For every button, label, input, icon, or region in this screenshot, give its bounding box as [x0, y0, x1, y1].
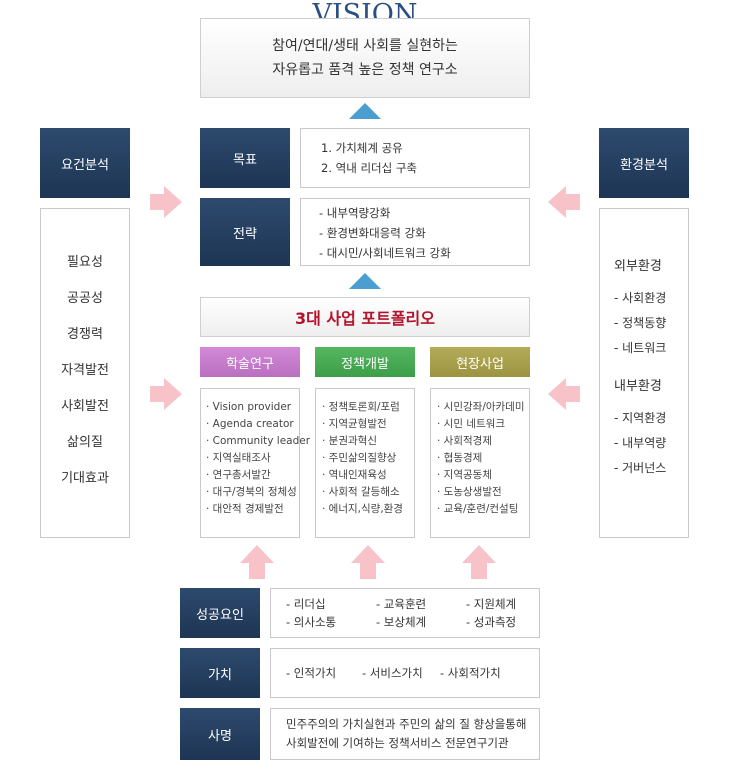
- portfolio-item: · 정책토론회/포럼: [322, 401, 400, 413]
- requirement-item: 경쟁력: [67, 327, 103, 342]
- left-arrow-icon: [548, 378, 580, 410]
- requirement-item: 기대효과: [61, 471, 109, 486]
- portfolio-item: · 교육/훈련/컨설팅: [437, 503, 519, 515]
- internal-env-title: 내부환경: [614, 379, 662, 394]
- external-env-title: 외부환경: [614, 259, 662, 274]
- portfolio-item: · 주민삶의질향상: [322, 452, 397, 464]
- internal-env-item: - 지역환경: [614, 411, 667, 425]
- portfolio-item: · 분권과혁신: [322, 435, 377, 447]
- portfolio-item: · 사회적 갈등해소: [322, 486, 400, 498]
- goal-item: 2. 역내 리더십 구축: [321, 161, 417, 175]
- portfolio-item: · 연구총서발간: [206, 469, 271, 481]
- strategy-label: 전략: [200, 198, 290, 266]
- value-item: - 서비스가치: [362, 666, 423, 680]
- external-env-item: - 정책동향: [614, 316, 667, 330]
- requirement-item: 삶의질: [67, 435, 103, 450]
- external-env-item: - 네트워크: [614, 341, 667, 355]
- mission-line-1: 민주주의의 가치실현과 주민의 삶의 질 향상을통해: [286, 717, 527, 731]
- goal-label: 목표: [200, 128, 290, 188]
- up-arrow-icon: [240, 545, 274, 579]
- requirement-item: 공공성: [67, 291, 103, 306]
- internal-env-item: - 내부역량: [614, 436, 667, 450]
- goal-box: 1. 가치체계 공유 2. 역내 리더십 구축: [300, 128, 530, 188]
- portfolio-item: · 지역공동체: [437, 469, 492, 481]
- portfolio-title: 3대 사업 포트폴리오: [200, 297, 530, 337]
- portfolio-item: · 시민강좌/아카데미: [437, 401, 525, 413]
- success-label: 성공요인: [180, 588, 260, 638]
- portfolio-item: · Community leader: [206, 435, 311, 447]
- portfolio-col-header-academic: 학술연구: [200, 347, 300, 377]
- up-arrow-icon: [349, 103, 381, 119]
- right-arrow-icon: [150, 378, 182, 410]
- mission-box: 민주주의의 가치실현과 주민의 삶의 질 향상을통해 사회발전에 기여하는 정책…: [270, 708, 540, 760]
- success-item: - 성과측정: [466, 615, 517, 629]
- up-arrow-icon: [349, 273, 381, 289]
- requirement-item: 자격발전: [61, 363, 109, 378]
- requirement-item: 필요성: [67, 255, 103, 270]
- value-label: 가치: [180, 648, 260, 698]
- portfolio-item: · 사회적경제: [437, 435, 492, 447]
- value-item: - 사회적가치: [440, 666, 501, 680]
- vision-line-1: 참여/연대/생태 사회를 실현하는: [272, 38, 458, 54]
- strategy-item: - 대시민/사회네트워크 강화: [319, 246, 451, 260]
- portfolio-item: · 지역균형발전: [322, 418, 387, 430]
- left-arrow-icon: [548, 186, 580, 218]
- strategy-item: - 환경변화대응력 강화: [319, 226, 426, 240]
- right-arrow-icon: [150, 186, 182, 218]
- mission-line-2: 사회발전에 기여하는 정책서비스 전문연구기관: [286, 736, 509, 750]
- success-item: - 리더십: [286, 597, 326, 611]
- requirements-box: 필요성 공공성 경쟁력 자격발전 사회발전 삶의질 기대효과: [40, 208, 130, 538]
- portfolio-col-academic: · Vision provider · Agenda creator · Com…: [200, 388, 311, 538]
- success-item: - 교육훈련: [376, 597, 427, 611]
- portfolio-col-header-field: 현장사업: [430, 347, 530, 377]
- portfolio-item: · 역내인재육성: [322, 469, 387, 481]
- vision-line-2: 자유롭고 품격 높은 정책 연구소: [272, 62, 458, 78]
- value-box: - 인적가치 - 서비스가치 - 사회적가치: [270, 648, 540, 698]
- environment-label: 환경분석: [599, 128, 689, 198]
- up-arrow-icon: [462, 545, 496, 579]
- portfolio-col-field: · 시민강좌/아카데미 · 시민 네트워크 · 사회적경제 · 협동경제 · 지…: [430, 388, 530, 538]
- success-item: - 보상체계: [376, 615, 427, 629]
- portfolio-item: · 협동경제: [437, 452, 483, 464]
- environment-box: 외부환경 - 사회환경 - 정책동향 - 네트워크 내부환경 - 지역환경 - …: [599, 208, 689, 538]
- strategy-box: - 내부역량강화 - 환경변화대응력 강화 - 대시민/사회네트워크 강화: [300, 198, 530, 266]
- mission-label: 사명: [180, 708, 260, 760]
- portfolio-item: · Vision provider: [206, 401, 292, 413]
- success-item: - 의사소통: [286, 615, 337, 629]
- external-env-item: - 사회환경: [614, 291, 667, 305]
- portfolio-item: · 시민 네트워크: [437, 418, 505, 430]
- portfolio-col-policy: · 정책토론회/포럼 · 지역균형발전 · 분권과혁신 · 주민삶의질향상 · …: [315, 388, 415, 538]
- requirements-label: 요건분석: [40, 128, 130, 198]
- up-arrow-icon: [351, 545, 385, 579]
- goal-item: 1. 가치체계 공유: [321, 141, 403, 155]
- success-item: - 지원체계: [466, 597, 517, 611]
- success-box: - 리더십 - 교육훈련 - 지원체계 - 의사소통 - 보상체계 - 성과측정: [270, 588, 540, 638]
- portfolio-item: · 에너지,식량,환경: [322, 503, 403, 515]
- value-item: - 인적가치: [286, 666, 337, 680]
- requirement-item: 사회발전: [61, 399, 109, 414]
- portfolio-item: · 대구/경북의 정체성: [206, 486, 297, 498]
- internal-env-item: - 거버넌스: [614, 461, 667, 475]
- portfolio-item: · 대안적 경제발전: [206, 503, 284, 515]
- portfolio-item: · 도농상생발전: [437, 486, 502, 498]
- portfolio-item: · 지역실태조사: [206, 452, 271, 464]
- strategy-item: - 내부역량강화: [319, 206, 391, 220]
- vision-box: 참여/연대/생태 사회를 실현하는 자유롭고 품격 높은 정책 연구소: [200, 18, 530, 98]
- portfolio-item: · Agenda creator: [206, 418, 294, 430]
- portfolio-col-header-policy: 정책개발: [315, 347, 415, 377]
